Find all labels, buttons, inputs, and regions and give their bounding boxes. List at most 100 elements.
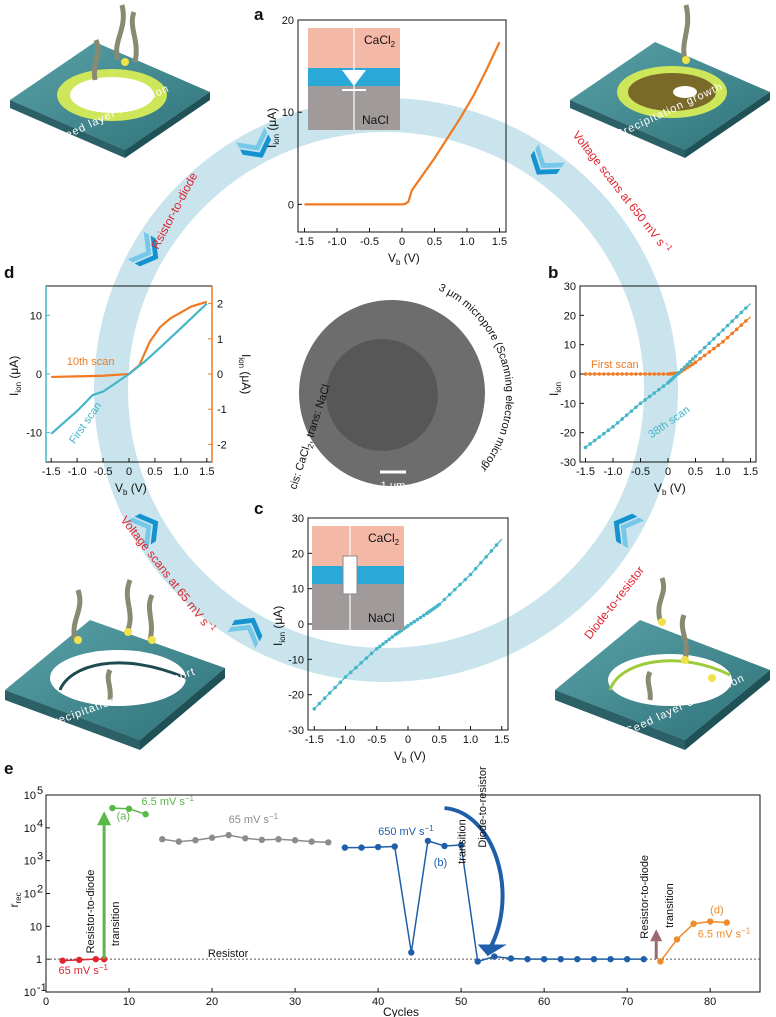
data-point (175, 838, 183, 845)
data-point (338, 680, 343, 685)
y-tick-label: -10 (560, 398, 576, 410)
y-tick-label: 10 (282, 107, 294, 119)
data-point (328, 691, 332, 695)
baseline-label: Resistor (208, 948, 249, 960)
y-tick-label: 0 (36, 369, 42, 381)
data-point (484, 555, 488, 559)
chevron-shape (127, 231, 152, 263)
y-tick-label: 10 (292, 584, 304, 596)
data-point (652, 372, 657, 376)
transition-label: Diode-to-resistor (477, 766, 489, 848)
data-point (583, 372, 588, 376)
x-axis-label: Cycles (383, 1005, 419, 1017)
data-point (690, 357, 695, 361)
x-tick-label: -0.5 (94, 466, 113, 478)
data-point (192, 837, 199, 844)
data-point (611, 425, 615, 429)
x-tick-label: 1.0 (715, 466, 730, 478)
x-tick-label: 30 (289, 996, 301, 1008)
inset-bottom-solution (312, 584, 404, 630)
data-point (442, 597, 447, 602)
x-tick-label: 20 (206, 996, 218, 1008)
x-tick-label: 0.5 (427, 236, 442, 248)
data-point (607, 955, 614, 963)
data-point (242, 835, 249, 842)
transition-label: transition (110, 901, 122, 946)
data-point (657, 372, 661, 376)
x-tick-label: -1.0 (336, 734, 355, 746)
x-tick-label: -1.5 (305, 734, 324, 746)
y-tick-label: 10 (24, 823, 36, 835)
data-point (125, 805, 133, 812)
panel-label-d: d (4, 263, 14, 282)
x-tick-label: 0.5 (432, 734, 447, 746)
x-tick-label: 1.5 (743, 466, 758, 478)
data-point (620, 417, 624, 421)
transition-label: transition (456, 819, 468, 864)
data-point (473, 566, 478, 571)
transition-arrow (444, 806, 505, 949)
x-tick-label: -1.5 (42, 466, 61, 478)
data-point (739, 310, 744, 315)
chevron-shape (227, 624, 259, 649)
inset-top-label: CaCl2 (364, 33, 396, 49)
y-tick-label: 10 (564, 340, 576, 352)
y-axis-label: Iion (μA) (265, 108, 281, 148)
data-point (208, 834, 216, 841)
data-point (624, 413, 629, 417)
y-tick-label: 30 (564, 281, 576, 293)
data-point (606, 428, 611, 433)
panel-label-a: a (254, 5, 264, 24)
data-point (643, 372, 647, 376)
data-point (712, 337, 716, 341)
x-tick-label: -1.0 (68, 466, 87, 478)
y-axis-label: Iion (μA) (271, 606, 287, 646)
x-tick-label: 1.0 (173, 466, 188, 478)
chevron-arrow (127, 513, 159, 549)
panel-label-b: b (548, 263, 558, 282)
data-point (387, 637, 392, 642)
x-tick-label: 80 (704, 996, 716, 1008)
x-tick-label: 40 (372, 996, 384, 1008)
data-point (574, 955, 581, 963)
data-point (507, 955, 515, 962)
y-tick-label: -20 (288, 690, 304, 702)
y-tick-label: 20 (292, 548, 304, 560)
chevron-shape (236, 127, 268, 151)
stage-precipitation-free-transport: Precipitation-free transport (5, 579, 225, 750)
data-point (583, 445, 588, 450)
data-point (474, 958, 481, 965)
chevron-shape (613, 513, 638, 545)
data-point (690, 920, 697, 927)
data-point (647, 372, 652, 376)
y-tick-label: 10 (30, 921, 42, 933)
data-point (721, 328, 725, 332)
data-point (374, 646, 379, 651)
inset-bottom-label: NaCl (368, 611, 395, 625)
chevron-shape (530, 150, 561, 175)
data-point (744, 319, 748, 323)
data-point (673, 936, 681, 943)
data-point (652, 391, 657, 395)
data-point (343, 675, 348, 679)
x-tick-label: -0.5 (360, 236, 379, 248)
stage-precipitation-growth: Precipitation growth (570, 4, 770, 158)
y2-axis-label: Iion (μA) (237, 354, 253, 394)
series-line (50, 302, 208, 435)
legend-first-scan: First scan (591, 359, 639, 371)
x-tick-label: 0 (126, 466, 132, 478)
data-point (615, 421, 620, 425)
data-point (698, 350, 702, 354)
resistor-icon (342, 555, 358, 595)
y2-tick-label: 2 (217, 299, 223, 311)
x-tick-label: -0.5 (631, 466, 650, 478)
chevron-shape (239, 134, 272, 158)
data-point (693, 354, 698, 359)
x-tick-label: -1.5 (576, 466, 595, 478)
chevron-shape (231, 617, 263, 642)
data-point (457, 841, 465, 849)
data-point (588, 442, 592, 446)
data-point (92, 955, 100, 963)
data-point (707, 341, 712, 346)
